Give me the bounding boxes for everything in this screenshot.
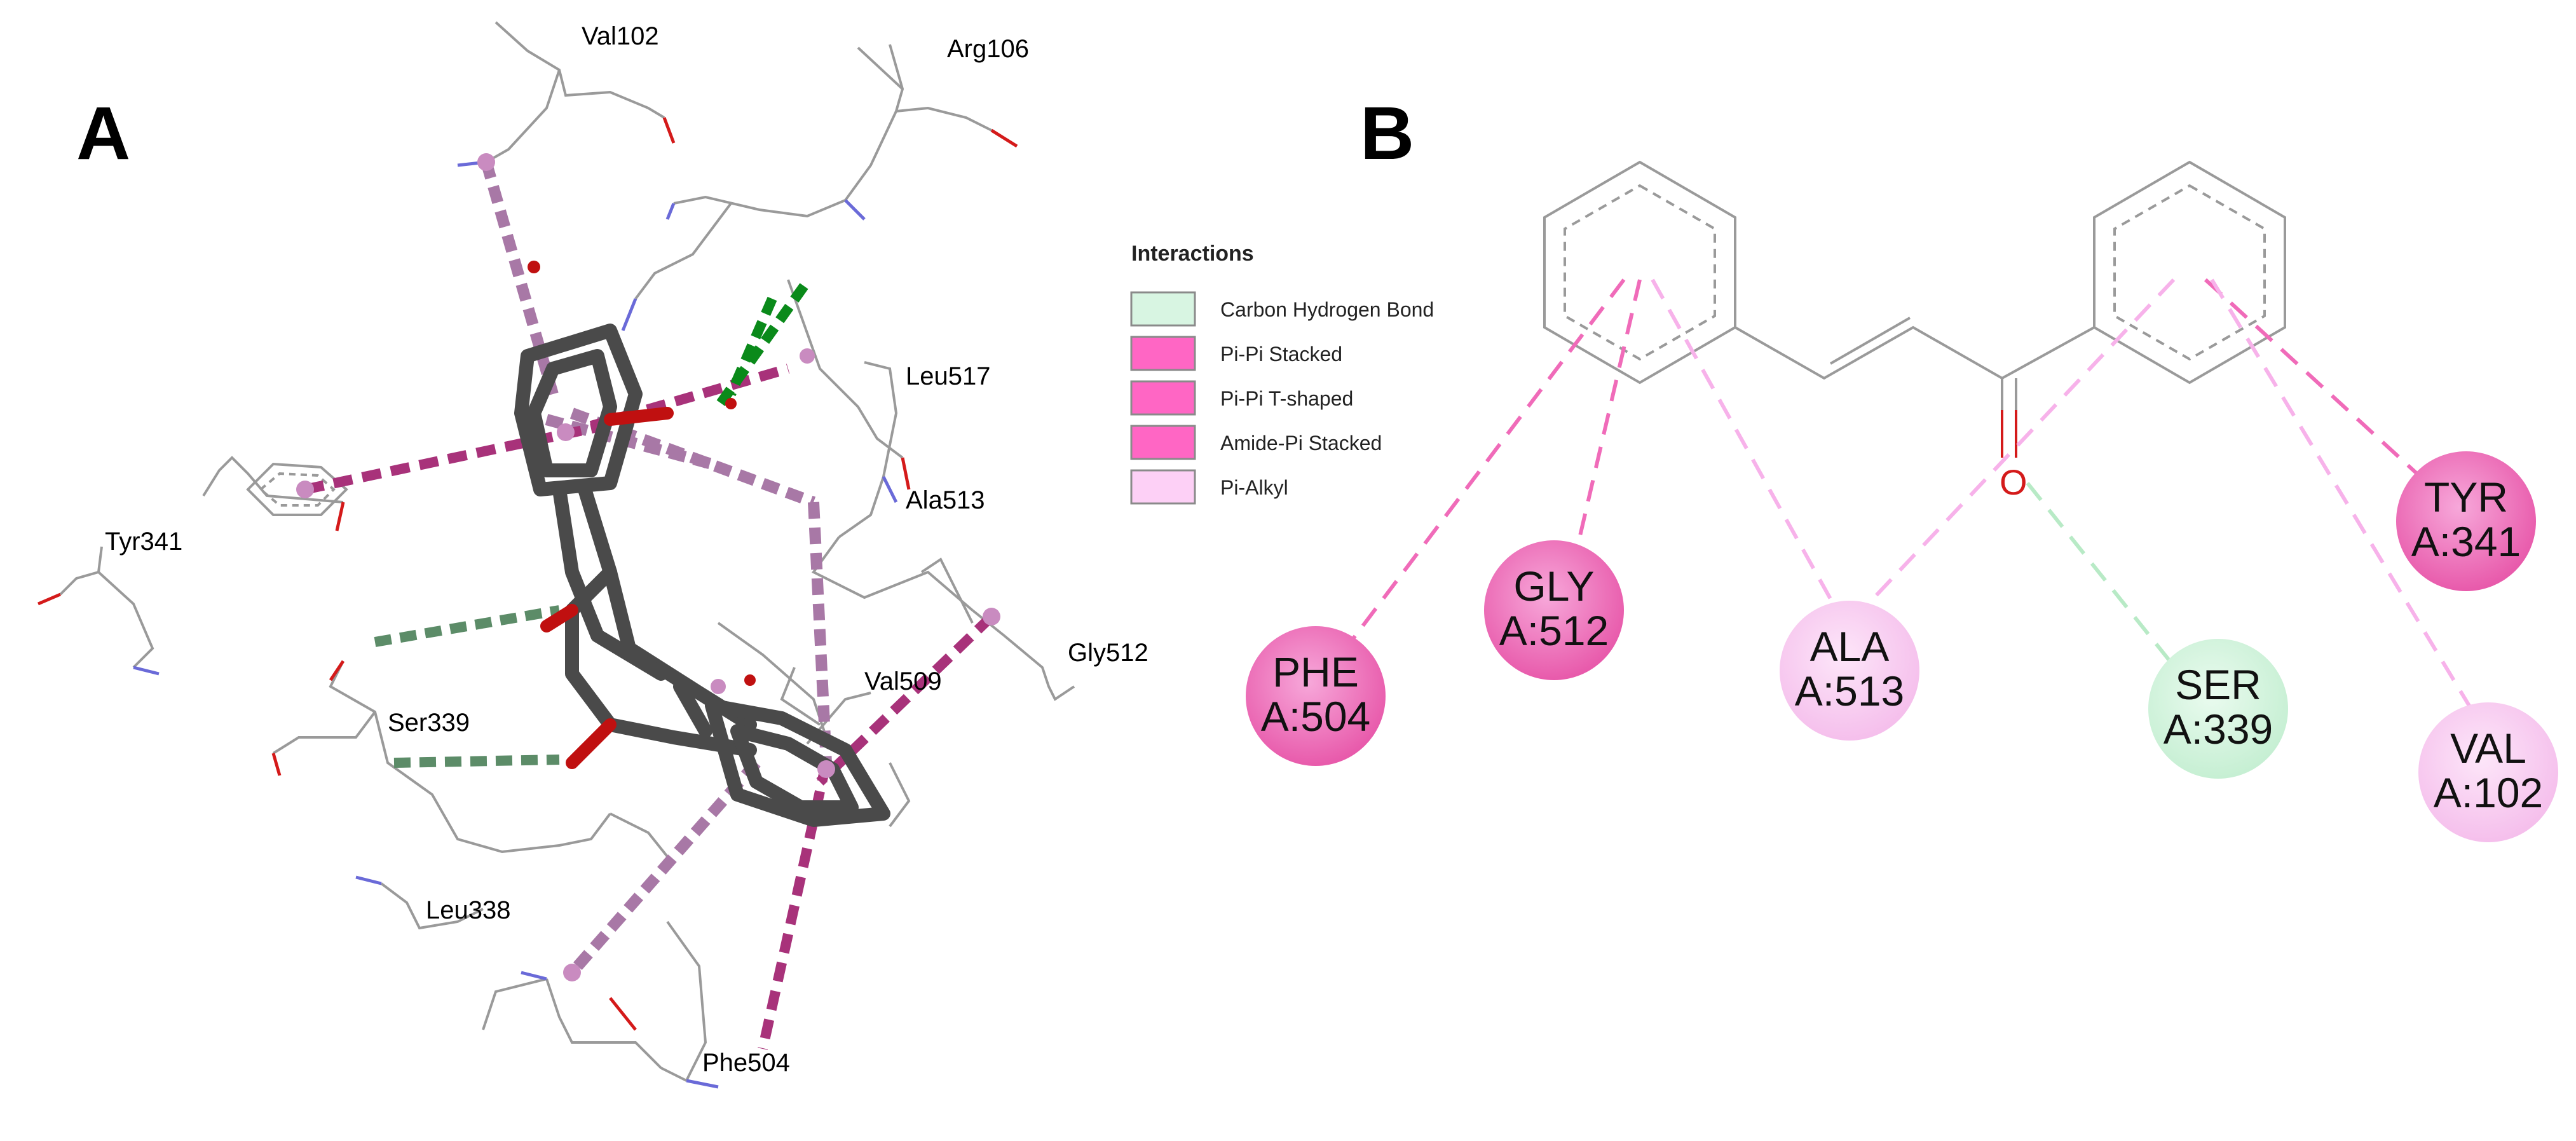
legend-title: Interactions (1131, 242, 1254, 266)
residue-label-val102: Val102 (582, 22, 659, 50)
ligand-oxygens (540, 407, 674, 769)
interaction-line-ser339 (2026, 482, 2182, 675)
legend-label: Pi-Pi Stacked (1220, 343, 1342, 366)
residue-label-ser339: Ser339 (388, 709, 470, 737)
enone-linker (1734, 325, 2095, 380)
residue-chain: A:512 (1499, 607, 1609, 654)
legend-label: Amide-Pi Stacked (1220, 432, 1382, 454)
interaction-line-gly512 (1571, 279, 1642, 566)
legend-label: Carbon Hydrogen Bond (1220, 298, 1434, 321)
interaction-line-ala513-right (1860, 278, 2176, 612)
residue-label-tyr341: Tyr341 (105, 528, 182, 556)
legend-swatch (1130, 425, 1196, 460)
interaction-line-ala513-left (1651, 278, 1839, 611)
left-benzene-ring (1543, 160, 1736, 385)
heteroatom-tips (37, 117, 1018, 1089)
hbond-lines (374, 283, 808, 768)
panel-a: A (37, 21, 1148, 1089)
residue-disc-tyr341: TYR A:341 (2396, 451, 2536, 591)
residue-disc-ser339: SER A:339 (2148, 639, 2288, 779)
legend-swatch (1130, 469, 1196, 505)
panel-b: B O (1246, 92, 2558, 842)
residue-name: SER (2175, 661, 2261, 708)
residue-label-val509: Val509 (864, 667, 942, 695)
residue-chain: A:341 (2411, 518, 2521, 565)
ligand-2d-structure (1543, 160, 2286, 458)
residue-disc-val102: VAL A:102 (2418, 702, 2558, 842)
interaction-line-tyr341 (2204, 278, 2436, 491)
legend-label: Pi-Alkyl (1220, 476, 1288, 499)
residue-name: ALA (1810, 623, 1890, 670)
double-bond-c-c (1830, 317, 1911, 365)
legend-swatch (1130, 380, 1196, 416)
interaction-spheres (296, 153, 1000, 981)
interaction-line-val102 (2210, 278, 2481, 723)
legend-item: Pi-Pi T-shaped (1130, 380, 1353, 416)
legend: Interactions Carbon Hydrogen Bond Pi-Pi … (1130, 242, 1434, 505)
residue-label-ala513: Ala513 (906, 486, 985, 514)
residue-disc-phe504: PHE A:504 (1246, 626, 1386, 766)
right-aromatic-circle (2113, 184, 2266, 361)
legend-swatch (1130, 336, 1196, 371)
protein-wireframe (59, 21, 1075, 1082)
carbonyl-oxygen-bond (2001, 410, 2017, 458)
residue-chain: A:339 (2164, 706, 2273, 753)
residue-chain: A:513 (1795, 667, 1904, 714)
interaction-line-phe504 (1349, 278, 1626, 643)
residue-disc-ala513: ALA A:513 (1780, 601, 1919, 741)
legend-item: Pi-Pi Stacked (1130, 336, 1342, 371)
legend-label: Pi-Pi T-shaped (1220, 387, 1353, 410)
residue-disc-gly512: GLY A:512 (1484, 540, 1624, 680)
residue-name: GLY (1513, 563, 1594, 610)
panel-b-label: B (1360, 92, 1414, 175)
right-benzene-ring (2093, 160, 2286, 385)
oxygen-spheres (528, 261, 756, 686)
residue-label-phe504: Phe504 (702, 1049, 790, 1077)
residue-label-gly512: Gly512 (1068, 639, 1148, 667)
pi-alkyl-lines (480, 160, 832, 976)
residue-label-arg106: Arg106 (947, 35, 1029, 63)
left-aromatic-circle (1564, 184, 1716, 361)
residue-chain: A:102 (2434, 769, 2543, 816)
panel-a-label: A (76, 92, 130, 175)
residue-name: VAL (2450, 725, 2526, 772)
residue-labels: Val102 Arg106 Leu517 Ala513 Tyr341 Val50… (105, 22, 1148, 1077)
residue-name: TYR (2424, 474, 2508, 521)
legend-swatch (1130, 291, 1196, 327)
legend-item: Amide-Pi Stacked (1130, 425, 1382, 460)
legend-item: Pi-Alkyl (1130, 469, 1288, 505)
residue-chain: A:504 (1261, 693, 1370, 740)
residue-label-leu517: Leu517 (906, 362, 990, 390)
residue-name: PHE (1272, 648, 1359, 695)
ligand-sticks (514, 324, 890, 827)
residue-label-leu338: Leu338 (426, 896, 510, 924)
interaction-lines-2d (1349, 278, 2481, 723)
tyr341-ring (246, 462, 348, 516)
legend-item: Carbon Hydrogen Bond (1130, 291, 1434, 327)
oxygen-atom-label: O (2000, 462, 2027, 502)
